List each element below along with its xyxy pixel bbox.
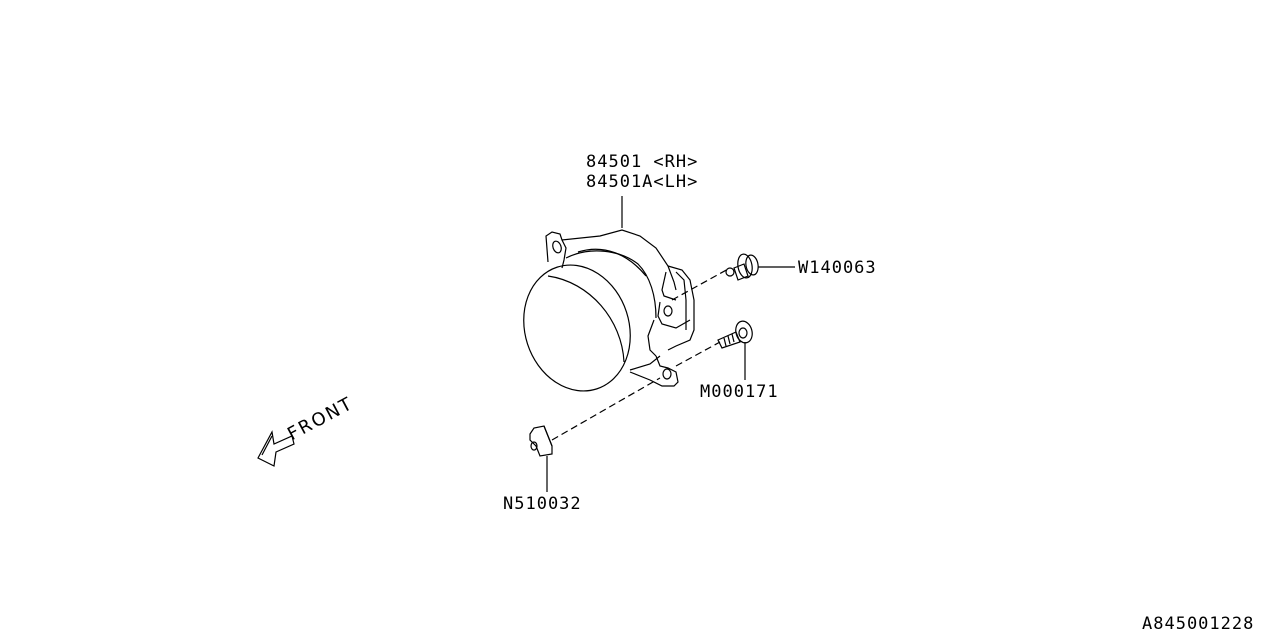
front-arrow-icon xyxy=(257,430,295,467)
callout-lamp-rh: 84501 <RH> xyxy=(586,152,699,172)
clip-icon xyxy=(725,253,759,281)
callout-bolt: M000171 xyxy=(700,382,779,402)
figure-id: A845001228 xyxy=(1142,614,1255,634)
callout-clip: W140063 xyxy=(798,258,877,278)
dashline-nut xyxy=(551,377,661,441)
callout-lamp-lh: 84501A<LH> xyxy=(586,172,699,192)
bolt-icon xyxy=(717,320,753,349)
nut-icon xyxy=(529,425,553,457)
fog-lamp-icon xyxy=(523,229,695,392)
callout-nut: N510032 xyxy=(503,494,582,514)
dashline-clip xyxy=(671,267,731,301)
dashline-bolt xyxy=(675,341,721,367)
